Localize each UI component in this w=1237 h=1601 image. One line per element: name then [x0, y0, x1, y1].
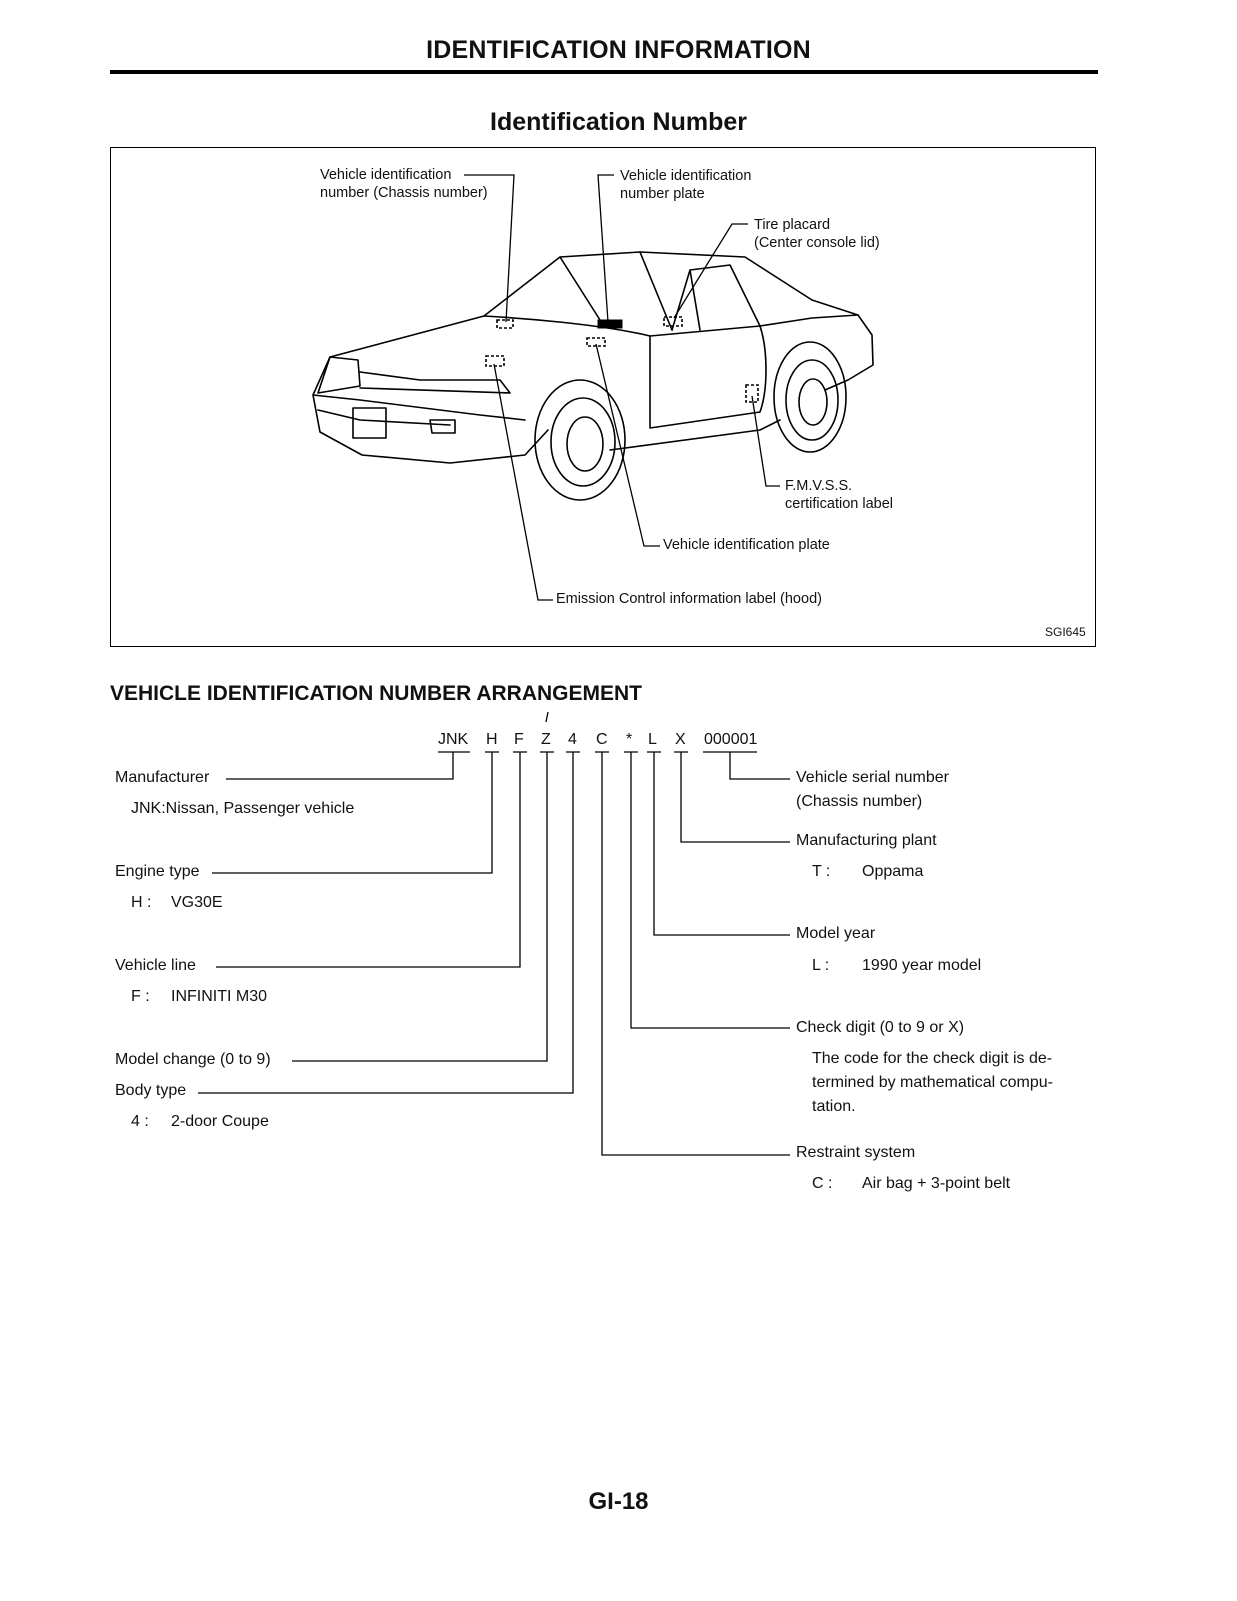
label-vin-plate-l1: Vehicle identification — [620, 168, 752, 184]
vin-char-h: H — [486, 731, 498, 748]
car-pillars — [671, 264, 761, 331]
marker-tire — [663, 316, 683, 327]
vin-char-star: * — [626, 731, 633, 748]
leader-chassis — [464, 174, 515, 323]
vin-char-jnk: JNK — [438, 731, 469, 748]
leader-vid-plate — [595, 343, 660, 547]
vin-char-serial: 000001 — [704, 731, 758, 748]
label-vin-chassis-l2: number (Chassis number) — [320, 185, 488, 201]
car-front-wheel — [550, 397, 616, 487]
desc-line-val: INFINITI M30 — [171, 988, 268, 1005]
car-grille — [359, 371, 511, 394]
label-emission: Emission Control information label (hood… — [556, 591, 822, 607]
desc-body-code: 4 : — [131, 1113, 149, 1130]
car-rear-hub — [798, 378, 828, 426]
desc-body-val: 2-door Coupe — [171, 1113, 269, 1130]
marker-fmvss — [745, 384, 759, 403]
label-vin-chassis-l1: Vehicle identification — [320, 167, 452, 183]
car-front-wheel-arch — [534, 379, 626, 501]
desc-plant-code: T : — [812, 863, 831, 880]
page-header: IDENTIFICATION INFORMATION — [426, 36, 811, 64]
desc-serial-l2: (Chassis number) — [796, 793, 923, 810]
leader-emission — [493, 363, 553, 601]
desc-plant-val: Oppama — [862, 863, 924, 880]
label-tire-l1: Tire placard — [754, 217, 831, 233]
vin-char-x: X — [675, 731, 686, 748]
desc-engine-code: H : — [131, 894, 152, 911]
desc-manufacturer: Manufacturer — [115, 769, 210, 786]
desc-line-code: F : — [131, 988, 150, 1005]
desc-line: Vehicle line — [115, 957, 196, 974]
desc-check-note-l2: termined by mathematical compu- — [812, 1074, 1053, 1091]
desc-restraint-val: Air bag + 3-point belt — [862, 1175, 1011, 1192]
car-rear-wheel-arch — [773, 341, 847, 453]
section-title: VEHICLE IDENTIFICATION NUMBER ARRANGEMEN… — [110, 682, 642, 705]
page-number: GI-18 — [588, 1488, 649, 1515]
section-subheader: Identification Number — [490, 108, 747, 136]
marker-vin-plate — [597, 319, 623, 329]
car-fog-light — [429, 419, 456, 434]
leader-fmvss — [751, 395, 780, 487]
marker-chassis — [496, 319, 514, 329]
car-headlight-left — [317, 356, 361, 394]
desc-model-change: Model change (0 to 9) — [115, 1051, 271, 1068]
label-vid-plate: Vehicle identification plate — [663, 537, 830, 553]
figure-frame — [110, 147, 1096, 647]
desc-restraint: Restraint system — [796, 1144, 916, 1161]
car-door — [649, 325, 767, 429]
desc-manufacturer-val: JNK:Nissan, Passenger vehicle — [131, 800, 355, 817]
vin-char-c: C — [596, 731, 608, 748]
label-tire-l2: (Center console lid) — [754, 235, 880, 251]
desc-body: Body type — [115, 1082, 187, 1099]
desc-plant: Manufacturing plant — [796, 832, 937, 849]
vin-char-z: Z — [541, 731, 551, 748]
car-sill — [609, 419, 781, 451]
car-rear-wheel — [785, 359, 839, 441]
car-bumper — [312, 394, 526, 426]
desc-engine-val: VG30E — [171, 894, 223, 911]
desc-restraint-code: C : — [812, 1175, 833, 1192]
desc-serial-l1: Vehicle serial number — [796, 769, 949, 786]
desc-check: Check digit (0 to 9 or X) — [796, 1019, 965, 1036]
desc-check-note-l3: tation. — [812, 1098, 856, 1115]
desc-check-note-l1: The code for the check digit is de- — [812, 1050, 1053, 1067]
header-rule — [110, 70, 1098, 74]
car-license-plate — [352, 407, 387, 439]
label-fmvss-l1: F.M.V.S.S. — [785, 478, 853, 494]
vin-char-f: F — [514, 731, 524, 748]
desc-engine: Engine type — [115, 863, 200, 880]
desc-year: Model year — [796, 925, 876, 942]
vin-char-4: 4 — [568, 731, 577, 748]
leader-tire — [673, 223, 748, 319]
label-fmvss-l2: certification label — [785, 496, 893, 512]
desc-year-code: L : — [812, 957, 830, 974]
car-front-hub — [566, 416, 604, 472]
leader-vin-plate — [597, 174, 614, 323]
vin-char-l: L — [648, 731, 657, 748]
label-vin-plate-l2: number plate — [620, 186, 705, 202]
figure-code: SGI645 — [1045, 625, 1086, 639]
desc-year-val: 1990 year model — [862, 957, 982, 974]
